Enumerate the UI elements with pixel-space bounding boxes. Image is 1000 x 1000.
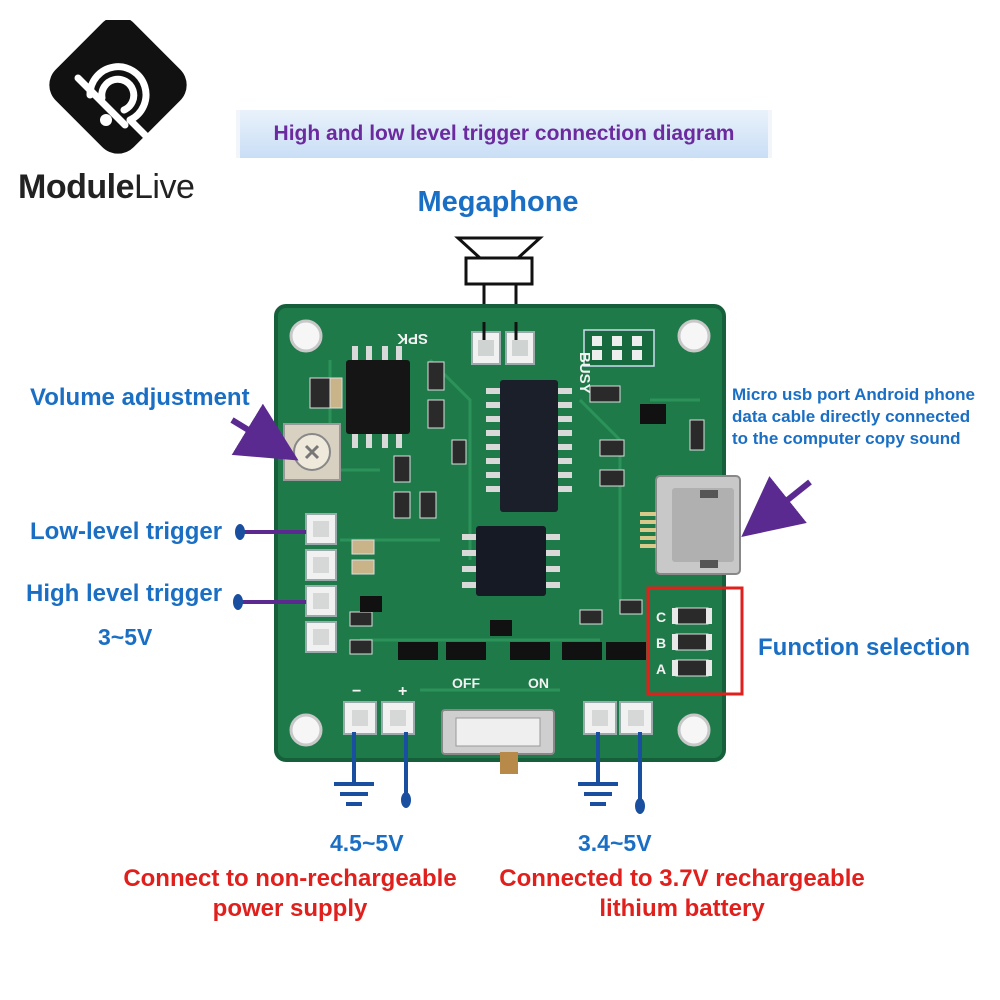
- left-power-note-line1: Connect to non-rechargeable: [123, 865, 457, 892]
- mount-hole: [677, 319, 711, 353]
- diagram-title: High and low level trigger connection di…: [273, 122, 735, 145]
- function-selection-label: Function selection: [758, 634, 971, 661]
- silk-plus: +: [398, 683, 407, 700]
- high-level-trigger-label: High level trigger: [26, 580, 223, 607]
- silk-b: B: [656, 635, 666, 651]
- function-selection-box: [646, 586, 744, 696]
- micro-usb-port[interactable]: [640, 475, 741, 575]
- silk-c: C: [656, 609, 666, 625]
- title-banner: High and low level trigger connection di…: [236, 110, 772, 158]
- right-power-note-line1: Connected to 3.7V rechargeable: [499, 865, 865, 892]
- brand-name-bold: Module: [18, 168, 134, 206]
- left-voltage-label: 4.5~5V: [330, 830, 404, 856]
- silk-off: OFF: [452, 675, 480, 691]
- left-power-note-line2: power supply: [212, 895, 368, 922]
- trigger-pads: [305, 513, 337, 653]
- silk-a: A: [656, 661, 666, 677]
- mount-hole: [677, 713, 711, 747]
- power-pads-left: [343, 701, 415, 735]
- high-trigger-wire: [233, 594, 306, 610]
- brand-name: ModuleLive: [18, 168, 195, 207]
- trigger-voltage-label: 3~5V: [98, 624, 153, 650]
- right-positive-terminal: [635, 798, 645, 814]
- low-level-trigger-label: Low-level trigger: [30, 518, 223, 545]
- brand-name-light: Live: [133, 168, 195, 206]
- silk-minus: −: [352, 683, 361, 700]
- usb-note-line1: Micro usb port Android phone: [732, 385, 976, 404]
- brand-logo: ModuleLive: [18, 16, 200, 206]
- right-power-note: Connected to 3.7V rechargeable lithium b…: [490, 864, 874, 924]
- volume-adjustment-label: Volume adjustment: [30, 384, 250, 411]
- left-power-wiring: [334, 732, 408, 806]
- silk-spk: SPK: [397, 330, 428, 347]
- mount-hole: [289, 713, 323, 747]
- silk-busy: BUSY: [576, 352, 593, 394]
- left-positive-terminal: [401, 792, 411, 808]
- pcb-board: [274, 304, 741, 774]
- power-slide-switch[interactable]: [441, 709, 555, 774]
- module-live-logo-icon: [49, 16, 187, 154]
- power-pads-right: [583, 701, 653, 735]
- volume-potentiometer[interactable]: [283, 423, 341, 481]
- mount-hole: [289, 319, 323, 353]
- low-trigger-wire: [235, 524, 306, 540]
- usb-note: Micro usb port Android phone data cable …: [732, 384, 975, 450]
- left-power-note: Connect to non-rechargeable power supply: [108, 864, 472, 924]
- volume-arrow: [230, 403, 299, 461]
- megaphone-label: Megaphone: [417, 186, 579, 218]
- silk-on: ON: [528, 675, 549, 691]
- usb-note-line3: to the computer copy sound: [732, 429, 961, 448]
- right-voltage-label: 3.4~5V: [578, 830, 652, 856]
- usb-arrow: [741, 476, 812, 537]
- usb-note-line2: data cable directly connected: [732, 407, 971, 426]
- right-power-wiring: [578, 732, 642, 806]
- right-power-note-line2: lithium battery: [599, 895, 765, 922]
